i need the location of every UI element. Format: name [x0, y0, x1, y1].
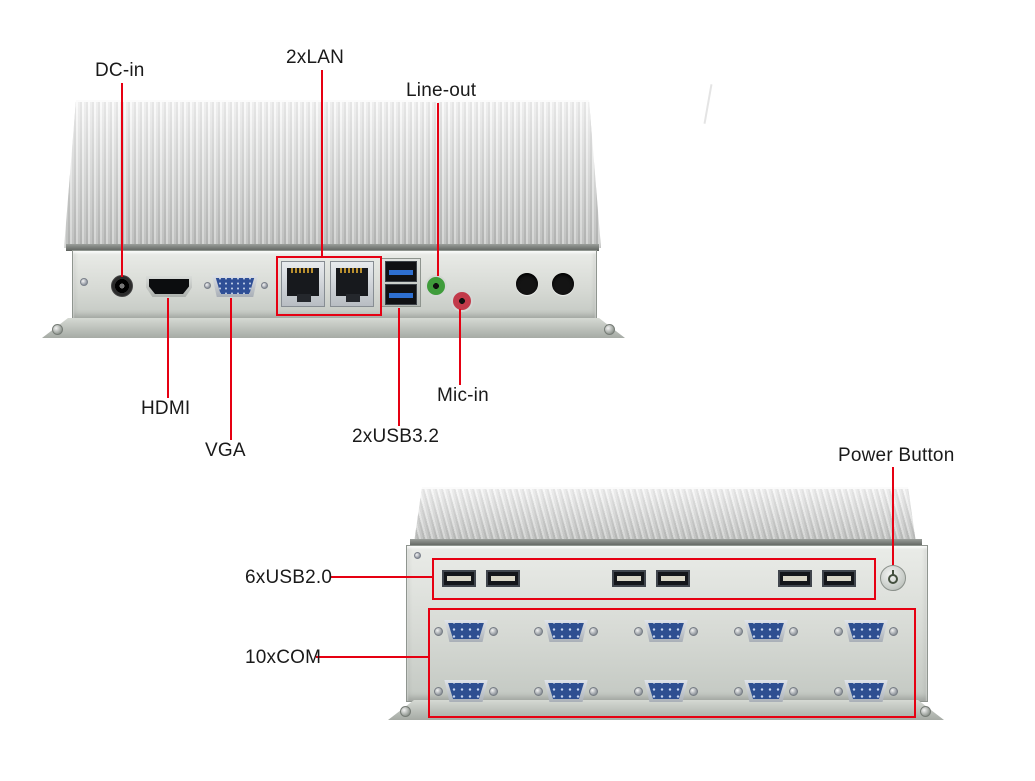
bracket-screw-icon	[400, 706, 411, 717]
hdmi-port-icon	[146, 276, 192, 297]
heatsink-base	[66, 244, 599, 251]
callout-line-dc-in	[121, 83, 123, 277]
com-port-icon	[634, 618, 698, 644]
usb2-port-icon	[778, 570, 812, 587]
label-vga: VGA	[205, 440, 246, 461]
bracket-screw-icon	[604, 324, 615, 335]
vga-screw-icon	[204, 282, 211, 289]
callout-line-mic-in	[459, 309, 461, 385]
heatsink-fins	[64, 100, 601, 248]
mounting-bracket	[388, 700, 944, 720]
label-com: 10xCOM	[245, 647, 322, 668]
usb3-port-icon	[385, 261, 417, 282]
usb2-highlight-box	[432, 558, 876, 600]
usb3-port-icon	[385, 284, 417, 305]
com-port-icon	[534, 678, 598, 704]
com-port-icon	[434, 678, 498, 704]
bracket-screw-icon	[920, 706, 931, 717]
heatsink-fins	[414, 487, 916, 543]
lan-port-icon	[330, 261, 374, 307]
usb2-port-icon	[442, 570, 476, 587]
bracket-screw-icon	[52, 324, 63, 335]
vga-port-icon	[211, 275, 259, 297]
lan-highlight-box	[276, 256, 382, 316]
lan-port-icon	[281, 261, 325, 307]
usb2-port-icon	[822, 570, 856, 587]
callout-line-com	[316, 656, 428, 658]
usb2-port-icon	[486, 570, 520, 587]
callout-line-hdmi	[167, 298, 169, 398]
com-port-icon	[834, 618, 898, 644]
usb2-port-icon	[656, 570, 690, 587]
power-icon-bar	[892, 570, 894, 576]
com-port-icon	[434, 618, 498, 644]
com-port-icon	[834, 678, 898, 704]
callout-line-vga	[230, 298, 232, 440]
callout-line-lan	[321, 70, 323, 256]
com-port-icon	[634, 678, 698, 704]
power-button	[880, 565, 906, 591]
antenna-hole-icon	[552, 273, 574, 295]
label-mic-in: Mic-in	[437, 385, 489, 406]
com-port-icon	[734, 618, 798, 644]
usb3-port-stack	[381, 258, 421, 307]
mounting-bracket	[42, 318, 625, 338]
label-power-button: Power Button	[838, 445, 955, 466]
callout-line-usb2	[331, 576, 432, 578]
callout-line-power	[892, 467, 894, 565]
heatsink-base	[410, 539, 922, 546]
callout-line-usb3	[398, 308, 400, 426]
callout-line-line-out	[437, 103, 439, 276]
panel-screw-icon	[414, 552, 421, 559]
com-port-icon	[734, 678, 798, 704]
com-port-icon	[534, 618, 598, 644]
mic-in-jack-icon	[451, 290, 473, 312]
vga-screw-icon	[261, 282, 268, 289]
usb2-port-icon	[612, 570, 646, 587]
antenna-hole-icon	[516, 273, 538, 295]
label-line-out: Line-out	[406, 80, 477, 101]
label-dc-in: DC-in	[95, 60, 145, 81]
label-lan: 2xLAN	[286, 47, 345, 68]
com-highlight-box	[428, 608, 916, 718]
label-usb2: 6xUSB2.0	[245, 567, 333, 588]
label-usb3: 2xUSB3.2	[352, 426, 440, 447]
panel-screw-icon	[80, 278, 88, 286]
label-hdmi: HDMI	[141, 398, 191, 419]
line-out-jack-icon	[425, 275, 447, 297]
